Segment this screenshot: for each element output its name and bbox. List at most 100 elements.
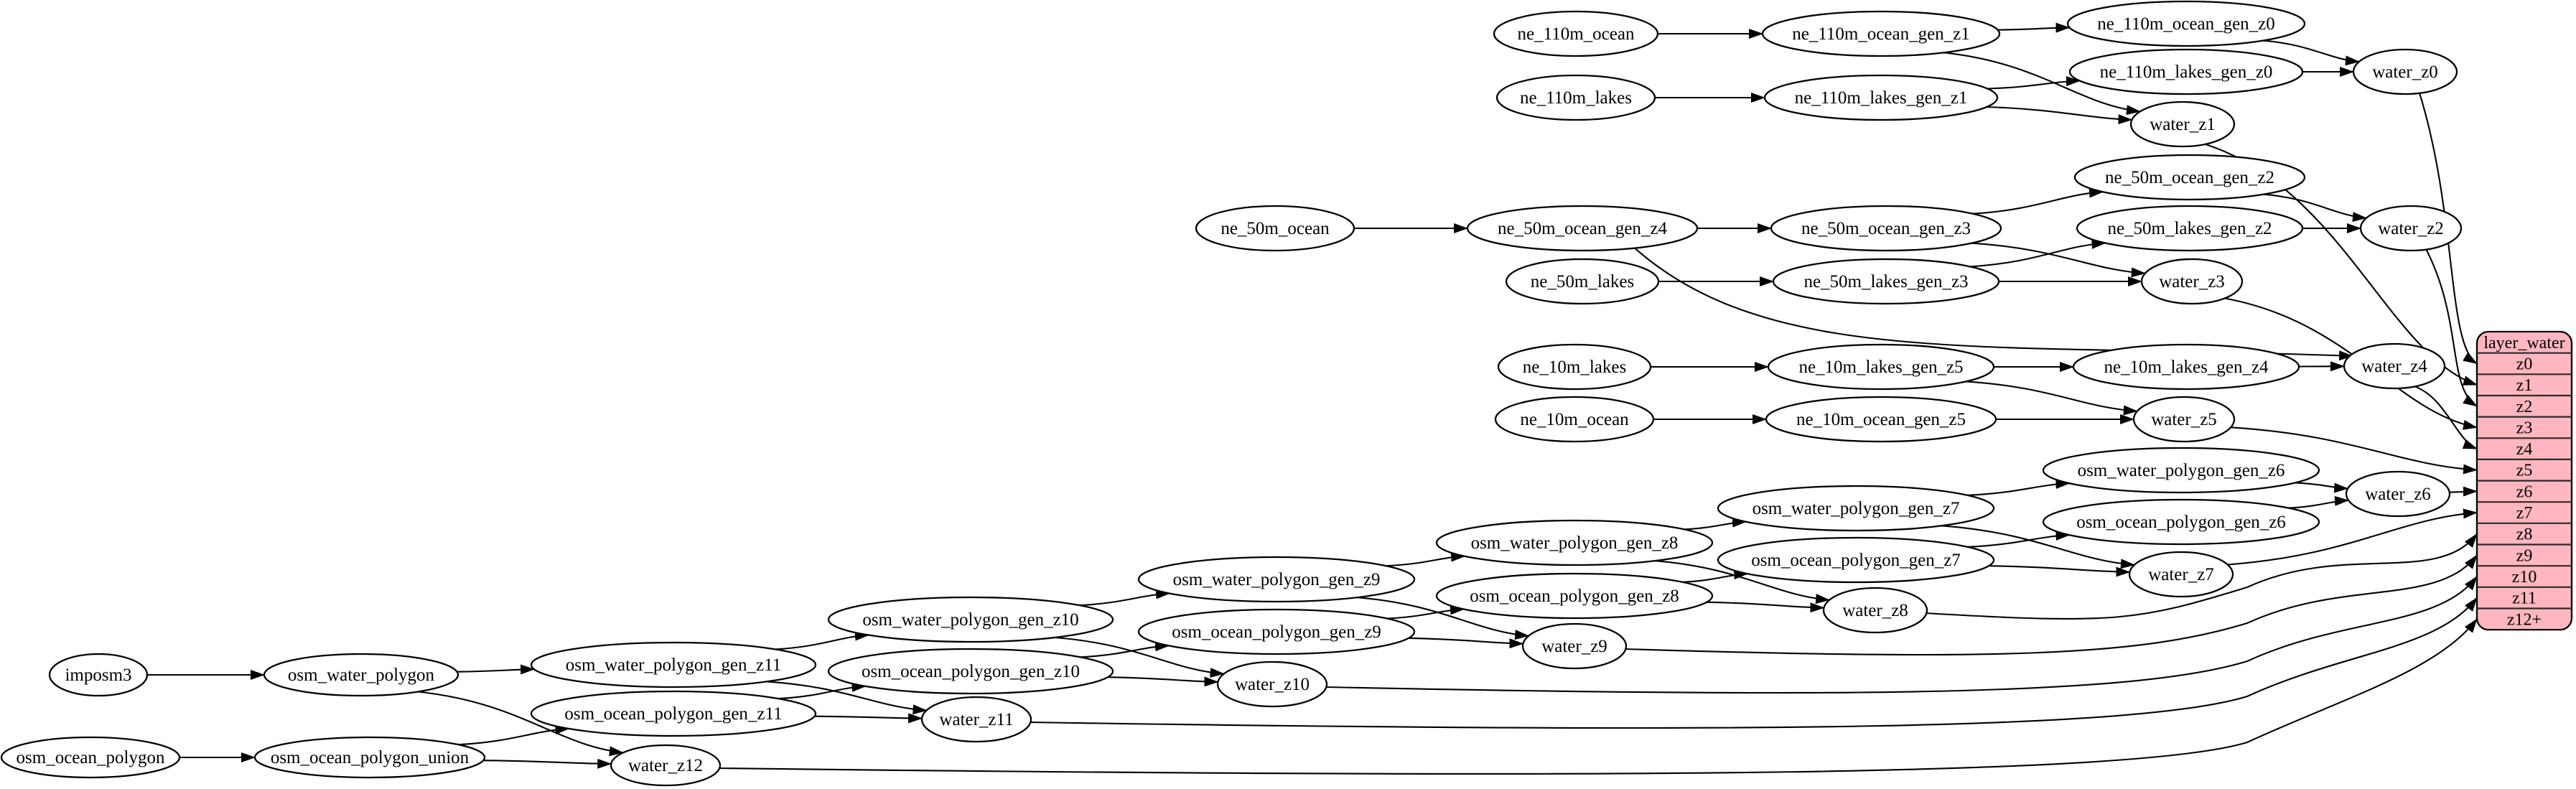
node-label-ne_50m_ocean_gen_z3: ne_50m_ocean_gen_z3 — [1801, 219, 1971, 238]
node-shape-water_z9 — [1521, 622, 1628, 670]
edge-ne_50m_ocean_gen_z4-to-water_z4 — [1632, 246, 2353, 361]
node-shape-osm_ocean_polygon_gen_z10 — [827, 648, 1114, 695]
node-shape-water_z10 — [1216, 660, 1328, 708]
edge-water_z10-to-layer_water-z10 — [1325, 576, 2478, 694]
node-label-imposm3: imposm3 — [65, 666, 131, 685]
node-ne_50m_ocean: ne_50m_ocean — [1195, 205, 1355, 252]
edge-osm_ocean_polygon_gen_z9-to-water_z9 — [1408, 637, 1524, 649]
node-water_z0: water_z0 — [2352, 48, 2458, 95]
record-row-z8: z8 — [2516, 526, 2533, 544]
edge-ne_50m_ocean_gen_z3-to-water_z3 — [1971, 242, 2146, 278]
node-label-osm_water_polygon: osm_water_polygon — [288, 666, 435, 685]
edge-water_z4-to-layer_water-z4 — [2414, 386, 2478, 450]
node-shape-osm_ocean_polygon_gen_z6 — [2042, 498, 2320, 546]
edge-osm_water_polygon_gen_z9-to-water_z9 — [1357, 597, 1530, 640]
edge-ne_50m_ocean_gen_z3-to-ne_50m_ocean_gen_z2 — [1972, 187, 2104, 215]
node-shape-ne_110m_lakes_gen_z1 — [1763, 74, 1999, 121]
node-shape-water_z12 — [610, 744, 722, 787]
node-water_z2: water_z2 — [2359, 205, 2463, 252]
node-water_z6: water_z6 — [2345, 470, 2451, 518]
node-label-water_z4: water_z4 — [2361, 357, 2427, 376]
record-row-z7: z7 — [2516, 504, 2533, 523]
node-shape-imposm3 — [48, 653, 149, 697]
node-shape-ne_50m_ocean_gen_z3 — [1770, 205, 2002, 252]
node-osm_water_polygon_gen_z7: osm_water_polygon_gen_z7 — [1717, 485, 1995, 532]
node-label-ne_110m_lakes: ne_110m_lakes — [1520, 88, 1632, 108]
node-ne_50m_ocean_gen_z2: ne_50m_ocean_gen_z2 — [2073, 154, 2306, 201]
node-shape-water_z4 — [2343, 342, 2446, 390]
node-water_z8: water_z8 — [1822, 587, 1928, 634]
node-osm_water_polygon_gen_z8: osm_water_polygon_gen_z8 — [1435, 519, 1714, 566]
edge-osm_water_polygon-to-water_z12 — [417, 691, 624, 757]
edge-osm_ocean_polygon_gen_z7-to-osm_ocean_polygon_gen_z6 — [1967, 531, 2071, 548]
record-title: layer_water — [2483, 334, 2565, 353]
edge-osm_water_polygon_gen_z11-to-water_z11 — [766, 681, 928, 715]
node-label-osm_water_polygon_gen_z9: osm_water_polygon_gen_z9 — [1173, 570, 1381, 589]
record-row-z3: z3 — [2516, 419, 2533, 437]
node-label-ne_110m_ocean: ne_110m_ocean — [1518, 24, 1635, 44]
node-shape-ne_110m_ocean_gen_z1 — [1761, 10, 2001, 57]
node-shape-ne_10m_lakes_gen_z5 — [1767, 343, 1995, 391]
edge-water_z9-to-layer_water-z9 — [1624, 554, 2478, 656]
record-row-z5: z5 — [2516, 462, 2533, 480]
node-label-ne_110m_lakes_gen_z1: ne_110m_lakes_gen_z1 — [1795, 88, 1968, 108]
node-label-water_z12: water_z12 — [628, 756, 703, 775]
edge-ne_110m_ocean_gen_z1-to-ne_110m_ocean_gen_z0 — [1997, 22, 2071, 33]
node-label-osm_ocean_polygon_gen_z6: osm_ocean_polygon_gen_z6 — [2076, 513, 2286, 532]
record-row-z0: z0 — [2516, 355, 2533, 374]
node-osm_water_polygon_gen_z11: osm_water_polygon_gen_z11 — [530, 641, 817, 688]
node-label-water_z5: water_z5 — [2151, 410, 2217, 429]
edge-osm_ocean_polygon_gen_z7-to-water_z7 — [1989, 565, 2131, 577]
edge-water_z12-to-layer_water-z12+ — [718, 618, 2478, 775]
edge-ne_110m_ocean_gen_z1-to-water_z1 — [1943, 52, 2141, 116]
edge-osm_water_polygon_gen_z11-to-osm_water_polygon_gen_z10 — [775, 630, 869, 650]
node-water_z4: water_z4 — [2343, 342, 2446, 390]
node-layer: ne_110m_ocean ne_110m_ocean_gen_z1 ne_110m… — [0, 0, 2463, 787]
node-ne_50m_lakes: ne_50m_lakes — [1505, 258, 1660, 305]
node-label-osm_ocean_polygon_gen_z8: osm_ocean_polygon_gen_z8 — [1470, 587, 1679, 606]
node-shape-ne_110m_lakes — [1495, 74, 1656, 121]
record-row-z4: z4 — [2516, 440, 2533, 459]
edge-osm_water_polygon_gen_z10-to-water_z10 — [1054, 636, 1225, 678]
node-label-ne_110m_lakes_gen_z0: ne_110m_lakes_gen_z0 — [2100, 62, 2273, 82]
node-shape-ne_50m_lakes — [1505, 258, 1660, 305]
edge-ne_110m_ocean_gen_z0-to-water_z0 — [2263, 39, 2360, 66]
node-label-osm_ocean_polygon_gen_z11: osm_ocean_polygon_gen_z11 — [564, 704, 782, 724]
edge-ne_110m_lakes_gen_z1-to-water_z1 — [1987, 106, 2133, 125]
edge-osm_water_polygon_gen_z8-to-osm_water_polygon_gen_z7 — [1684, 517, 1747, 531]
node-shape-ne_110m_lakes_gen_z0 — [2068, 48, 2304, 95]
node-ne_110m_ocean_gen_z1: ne_110m_ocean_gen_z1 — [1761, 10, 2001, 57]
node-label-water_z7: water_z7 — [2148, 565, 2214, 584]
node-label-water_z3: water_z3 — [2159, 272, 2225, 291]
node-shape-osm_water_polygon_gen_z11 — [530, 641, 817, 688]
node-osm_ocean_polygon_gen_z10: osm_ocean_polygon_gen_z10 — [827, 648, 1114, 695]
edge-water_z11-to-layer_water-z11 — [1029, 597, 2478, 729]
node-ne_50m_lakes_gen_z2: ne_50m_lakes_gen_z2 — [2076, 205, 2304, 252]
node-shape-water_z8 — [1822, 587, 1928, 634]
node-shape-osm_water_polygon_gen_z7 — [1717, 485, 1995, 532]
node-label-water_z0: water_z0 — [2372, 62, 2438, 82]
node-shape-ne_50m_ocean_gen_z4 — [1466, 205, 1699, 252]
node-osm_water_polygon: osm_water_polygon — [263, 653, 459, 697]
node-label-ne_10m_lakes_gen_z5: ne_10m_lakes_gen_z5 — [1798, 358, 1963, 377]
node-shape-osm_water_polygon_gen_z6 — [2042, 447, 2320, 494]
node-ne_10m_lakes_gen_z5: ne_10m_lakes_gen_z5 — [1767, 343, 1995, 391]
record-row-z1: z1 — [2516, 376, 2533, 395]
node-ne_10m_ocean: ne_10m_ocean — [1494, 396, 1655, 443]
record-row-z12+: z12+ — [2507, 610, 2542, 629]
edge-osm_ocean_polygon_gen_z11-to-osm_ocean_polygon_gen_z10 — [778, 681, 867, 700]
node-osm_ocean_polygon: osm_ocean_polygon — [0, 736, 181, 779]
node-label-osm_water_polygon_gen_z6: osm_water_polygon_gen_z6 — [2078, 461, 2285, 480]
node-label-ne_50m_ocean_gen_z4: ne_50m_ocean_gen_z4 — [1498, 219, 1668, 238]
node-shape-osm_water_polygon_gen_z8 — [1435, 519, 1714, 566]
edge-water_z7-to-layer_water-z7 — [2227, 508, 2478, 566]
node-shape-ne_10m_lakes_gen_z4 — [2072, 343, 2300, 391]
record-row-z6: z6 — [2516, 482, 2533, 501]
node-label-water_z2: water_z2 — [2378, 219, 2444, 238]
node-label-ne_10m_ocean: ne_10m_ocean — [1520, 410, 1629, 429]
node-water_z9: water_z9 — [1521, 622, 1628, 670]
edge-osm_ocean_polygon_gen_z6-to-water_z6 — [2288, 495, 2349, 509]
node-osm_ocean_polygon_gen_z7: osm_ocean_polygon_gen_z7 — [1717, 536, 1995, 584]
node-label-ne_110m_ocean_gen_z0: ne_110m_ocean_gen_z0 — [2097, 14, 2275, 34]
node-shape-osm_ocean_polygon_union — [253, 736, 486, 779]
